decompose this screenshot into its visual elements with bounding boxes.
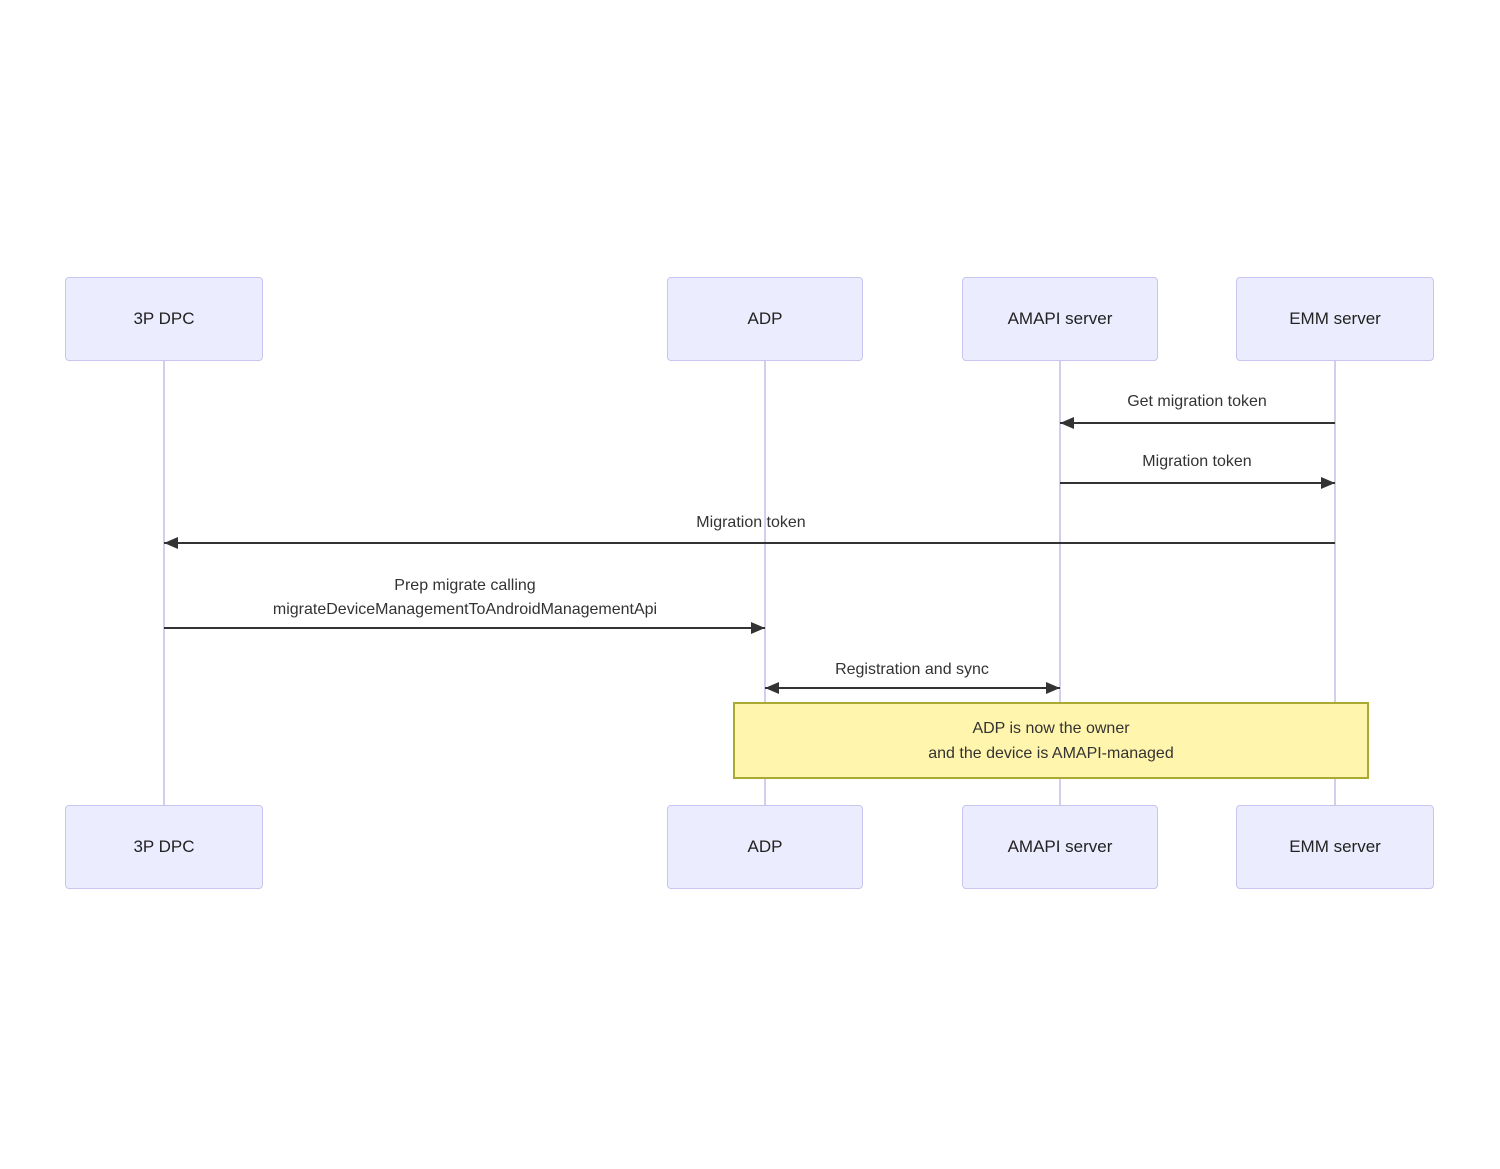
actor-label: AMAPI server: [1007, 309, 1113, 328]
lifeline-amapi-server: [1059, 361, 1061, 805]
actor-top-3p-dpc: 3P DPC: [65, 277, 263, 361]
actor-top-amapi-server: AMAPI server: [962, 277, 1158, 361]
message-label: Prep migrate calling migrateDeviceManage…: [273, 574, 657, 622]
arrowhead-left-icon: [1060, 417, 1074, 429]
actor-label: EMM server: [1289, 837, 1381, 856]
message-line: [765, 687, 1060, 689]
actor-bottom-emm-server: EMM server: [1236, 805, 1434, 889]
arrowhead-right-icon: [1046, 682, 1060, 694]
message-label: Get migration token: [1127, 393, 1267, 410]
actor-bottom-amapi-server: AMAPI server: [962, 805, 1158, 889]
message-line: [1060, 422, 1335, 424]
message-line: [164, 542, 1335, 544]
note-line-1: ADP is now the owner: [972, 719, 1130, 737]
message-label-line-1: Prep migrate calling: [394, 577, 536, 594]
actor-bottom-adp: ADP: [667, 805, 863, 889]
lifeline-adp: [764, 361, 766, 805]
actor-label: ADP: [747, 837, 783, 856]
lifeline-3p-dpc: [163, 361, 165, 805]
actor-label: AMAPI server: [1007, 837, 1113, 856]
arrowhead-right-icon: [751, 622, 765, 634]
actor-label: ADP: [747, 309, 783, 328]
note-adp-owner: ADP is now the owner and the device is A…: [733, 702, 1369, 779]
message-line: [1060, 482, 1335, 484]
arrowhead-left-icon: [765, 682, 779, 694]
message-label: Registration and sync: [835, 661, 989, 678]
message-label-line-2: migrateDeviceManagementToAndroidManageme…: [272, 601, 658, 618]
actor-label: EMM server: [1289, 309, 1381, 328]
message-label: Migration token: [1142, 453, 1252, 470]
arrowhead-right-icon: [1321, 477, 1335, 489]
message-label: Migration token: [696, 514, 806, 531]
actor-label: 3P DPC: [133, 837, 195, 856]
note-line-2: and the device is AMAPI-managed: [928, 744, 1174, 762]
actor-bottom-3p-dpc: 3P DPC: [65, 805, 263, 889]
arrowhead-left-icon: [164, 537, 178, 549]
message-line: [164, 627, 765, 629]
actor-label: 3P DPC: [133, 309, 195, 328]
lifeline-emm-server: [1334, 361, 1336, 805]
actor-top-emm-server: EMM server: [1236, 277, 1434, 361]
actor-top-adp: ADP: [667, 277, 863, 361]
